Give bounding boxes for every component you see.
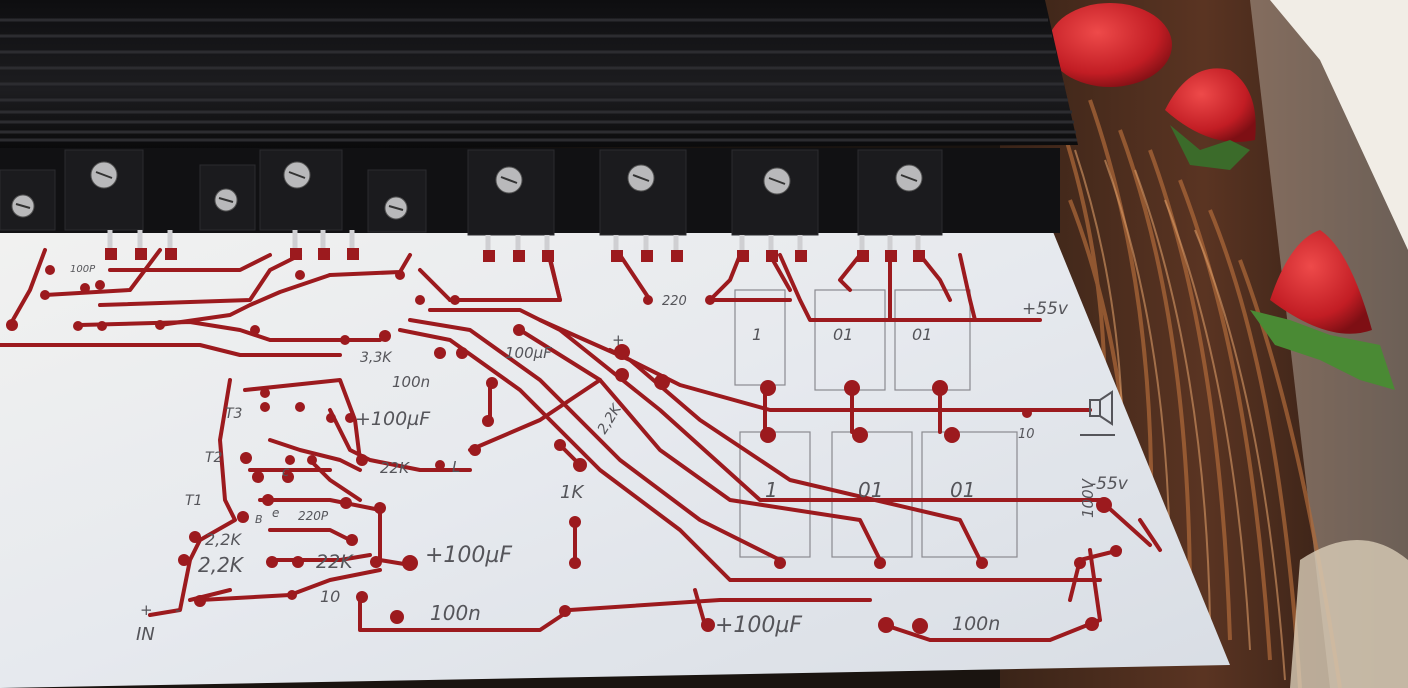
transistor-legs — [107, 230, 921, 252]
label-res-22k-a: 22K — [380, 459, 410, 477]
label-res-2k2-a: 2,2K — [205, 530, 242, 549]
label-res-2k2-b: 2,2K — [198, 553, 245, 577]
label-l: L — [452, 458, 460, 476]
label-supply-pos: +55v — [1022, 299, 1069, 319]
label-cap-100v: 100V — [1079, 477, 1097, 518]
label-res-10-a: 10 — [1018, 427, 1035, 442]
label-cap-100uf-b: +100µF — [425, 543, 512, 568]
label-b: B — [255, 513, 263, 526]
label-input-minus: - — [175, 601, 180, 619]
label-block-bottom-1: 1 — [765, 478, 778, 502]
label-cap-100uf-a: +100µF — [355, 408, 431, 430]
label-block-top-2: 01 — [833, 325, 853, 344]
label-res-10-b: 10 — [320, 587, 340, 606]
label-cap-100uf-d: 100µF — [505, 344, 552, 362]
label-block-bottom-3: 01 — [950, 478, 975, 502]
label-res-220: 220 — [662, 294, 687, 309]
label-block-bottom-2: 01 — [858, 478, 883, 502]
label-cap-220p: 220P — [298, 509, 329, 523]
label-res-3k3: 3,3K — [360, 350, 393, 366]
label-supply-neg: -55v — [1090, 474, 1129, 494]
speaker-icon — [1080, 390, 1115, 436]
solder-pads — [6, 265, 1122, 634]
label-block-top-1: 1 — [752, 325, 762, 344]
strawberry-2 — [1165, 68, 1256, 170]
label-res-22k-b: 22K — [316, 551, 354, 573]
strawberry-3 — [1250, 230, 1395, 390]
label-cap-100n-b: 100n — [430, 601, 481, 625]
label-t1: T1 — [185, 493, 202, 509]
label-plus: + — [612, 331, 625, 349]
label-cap-100n-c: 100n — [952, 613, 1000, 635]
label-res-1k: 1K — [560, 482, 584, 503]
label-t2: T2 — [205, 450, 223, 466]
strawberry-1 — [1048, 3, 1172, 87]
paper-sheet — [0, 200, 1230, 688]
label-input-plus: + — [140, 601, 153, 619]
label-input: IN — [136, 624, 155, 645]
label-e: e — [272, 506, 279, 520]
label-cap-100uf-c: +100µF — [715, 613, 802, 638]
label-cap-100n-a: 100n — [392, 373, 430, 391]
power-transistors — [0, 149, 943, 236]
label-block-top-3: 01 — [912, 325, 932, 344]
label-t3: T3 — [225, 406, 242, 422]
label-c: c — [282, 465, 289, 480]
label-cap-100p: 100P — [70, 264, 96, 275]
